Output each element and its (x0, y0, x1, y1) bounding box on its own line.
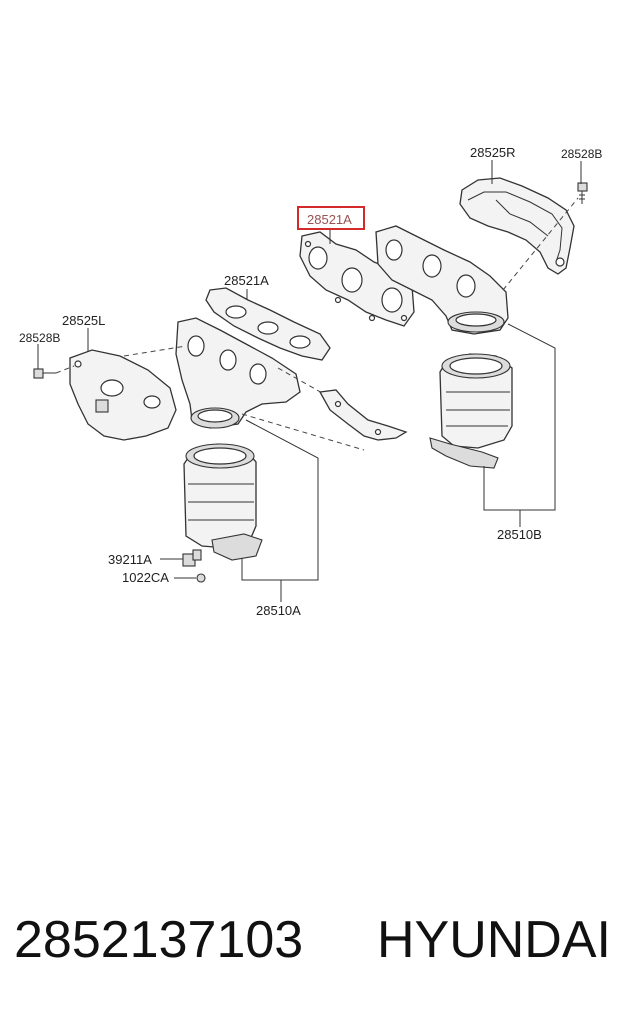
label-28525r[interactable]: 28525R (470, 145, 516, 160)
gasket-left (205, 287, 331, 361)
sensor-39211a (182, 549, 202, 567)
catalytic-converter-right (429, 353, 513, 469)
exhaust-manifold-left (175, 317, 301, 429)
heat-shield-right (459, 177, 575, 275)
label-28510a[interactable]: 28510A (256, 603, 301, 618)
catalytic-converter-left (183, 443, 263, 561)
gasket-right (299, 231, 415, 327)
label-28521a-highlighted[interactable]: 28521A (307, 212, 352, 227)
manifold-bracket (318, 389, 408, 441)
exhaust-manifold-diagram: 28525R 28528B 28521A 28521A 28525L 28528… (19, 145, 602, 618)
label-28528b-left[interactable]: 28528B (19, 331, 60, 345)
label-28510b[interactable]: 28510B (497, 527, 542, 542)
label-39211a[interactable]: 39211A (108, 552, 152, 567)
brand-name: HYUNDAI (376, 911, 611, 969)
label-28528b-right[interactable]: 28528B (561, 147, 602, 161)
part-number: 2852137103 (14, 911, 304, 969)
label-1022ca[interactable]: 1022CA (122, 570, 169, 585)
highlight-box (297, 206, 365, 230)
bolt-28528b-right (577, 182, 588, 204)
footer-bar: 2852137103 HYUNDAI (0, 895, 625, 985)
bolt-28528b-left (33, 368, 56, 379)
nut-1022ca (196, 573, 206, 583)
exhaust-manifold-right (375, 225, 509, 335)
label-28521a[interactable]: 28521A (224, 273, 269, 288)
label-28525l[interactable]: 28525L (62, 313, 105, 328)
heat-shield-left (69, 349, 177, 441)
